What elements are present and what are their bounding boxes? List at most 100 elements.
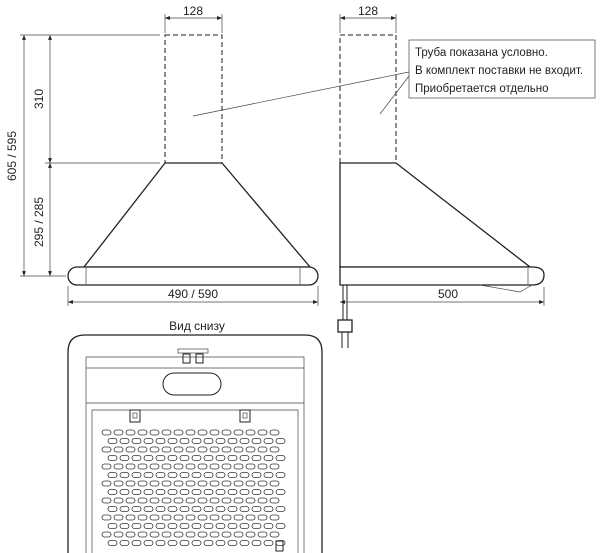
grille-slot — [149, 480, 160, 487]
grille-slot — [251, 455, 262, 461]
grille-slot — [269, 497, 280, 504]
grille-slot — [137, 429, 148, 436]
grille-slot — [275, 489, 286, 495]
grille-slot — [113, 429, 124, 436]
grille-slot — [227, 489, 238, 495]
grille-slot — [125, 429, 136, 436]
grille-slot — [161, 480, 172, 487]
grille-slot — [221, 531, 232, 538]
grille-slot — [245, 480, 256, 487]
grille-slot — [161, 531, 172, 538]
grille-slot — [257, 480, 268, 487]
grille-slot — [275, 523, 286, 529]
grille-slot — [233, 497, 244, 504]
grille-slot — [245, 429, 256, 436]
grille-slot — [149, 497, 160, 504]
grille-slot — [269, 514, 280, 521]
grille-slot — [149, 446, 160, 453]
side-view: 128 500 — [337, 4, 545, 348]
grille-slot — [119, 540, 130, 546]
grille-slot — [107, 523, 118, 529]
grille-slot — [191, 523, 202, 529]
grille-slot — [101, 480, 112, 487]
filter-latch-right — [239, 409, 251, 423]
front-pipe — [164, 34, 223, 164]
grille-slot — [191, 540, 202, 546]
grille-slot — [173, 531, 184, 538]
dim-width: 490 / 590 — [168, 287, 218, 301]
grille-slot — [269, 531, 280, 538]
grille-slot — [233, 480, 244, 487]
grille-slot — [203, 455, 214, 461]
grille-slot — [257, 497, 268, 504]
grille-slot — [209, 497, 220, 504]
grille-slot — [143, 489, 154, 495]
grille-slot — [191, 506, 202, 512]
grille-slot — [275, 455, 286, 461]
grille-slot — [101, 514, 112, 521]
grille-slot — [161, 446, 172, 453]
grille-slot — [227, 472, 238, 478]
grille-slot — [137, 514, 148, 521]
grille-slot — [137, 480, 148, 487]
grille-slot — [125, 514, 136, 521]
grille-slot — [119, 523, 130, 529]
grille-slot — [209, 446, 220, 453]
grille-slot — [257, 514, 268, 521]
grille-slot — [185, 446, 196, 453]
grille-slot — [263, 523, 274, 529]
grille-slot — [197, 497, 208, 504]
side-pipe — [339, 34, 397, 164]
grille-slot — [167, 540, 178, 546]
grille-slot — [251, 472, 262, 478]
grille-slot — [137, 463, 148, 470]
grille-slot — [107, 455, 118, 461]
grille-slot — [269, 429, 280, 436]
side-hood-body — [339, 162, 532, 268]
grille-slot — [101, 463, 112, 470]
grille-slot — [263, 540, 274, 546]
grille-slot — [239, 472, 250, 478]
grille-slot — [221, 514, 232, 521]
grille-slot — [239, 540, 250, 546]
grille-slot — [275, 506, 286, 512]
grille-slot — [131, 455, 142, 461]
grille-slot — [269, 463, 280, 470]
grille-slot — [131, 489, 142, 495]
grille-slot — [191, 489, 202, 495]
grille-slot — [113, 463, 124, 470]
grille-slot — [143, 540, 154, 546]
grille-slot — [227, 455, 238, 461]
grille-slot — [101, 429, 112, 436]
grille-slot — [245, 446, 256, 453]
grille-slot — [197, 480, 208, 487]
grille-slot — [155, 438, 166, 444]
grille-slot — [155, 455, 166, 461]
grille-slot — [143, 472, 154, 478]
grille-slot — [221, 446, 232, 453]
grille-slot — [137, 446, 148, 453]
grille-slot — [101, 531, 112, 538]
grille-slot — [167, 489, 178, 495]
dim-total-height: 605 / 595 — [5, 131, 19, 181]
grille-slot — [233, 531, 244, 538]
grille-slot — [173, 429, 184, 436]
grille-slot — [179, 523, 190, 529]
grille-slot — [203, 489, 214, 495]
grille-slot — [161, 463, 172, 470]
grille-slot — [179, 455, 190, 461]
grille-slot — [221, 463, 232, 470]
grille-slot — [215, 472, 226, 478]
grille-slot — [149, 514, 160, 521]
grille-slot — [149, 429, 160, 436]
grille-slot — [107, 540, 118, 546]
grille-slot — [257, 446, 268, 453]
grille-slot — [119, 455, 130, 461]
grille-slot — [251, 523, 262, 529]
grille-slot — [233, 429, 244, 436]
grille-slot — [215, 455, 226, 461]
grille-slot — [131, 472, 142, 478]
grille-slot — [125, 531, 136, 538]
grille-slot — [239, 455, 250, 461]
